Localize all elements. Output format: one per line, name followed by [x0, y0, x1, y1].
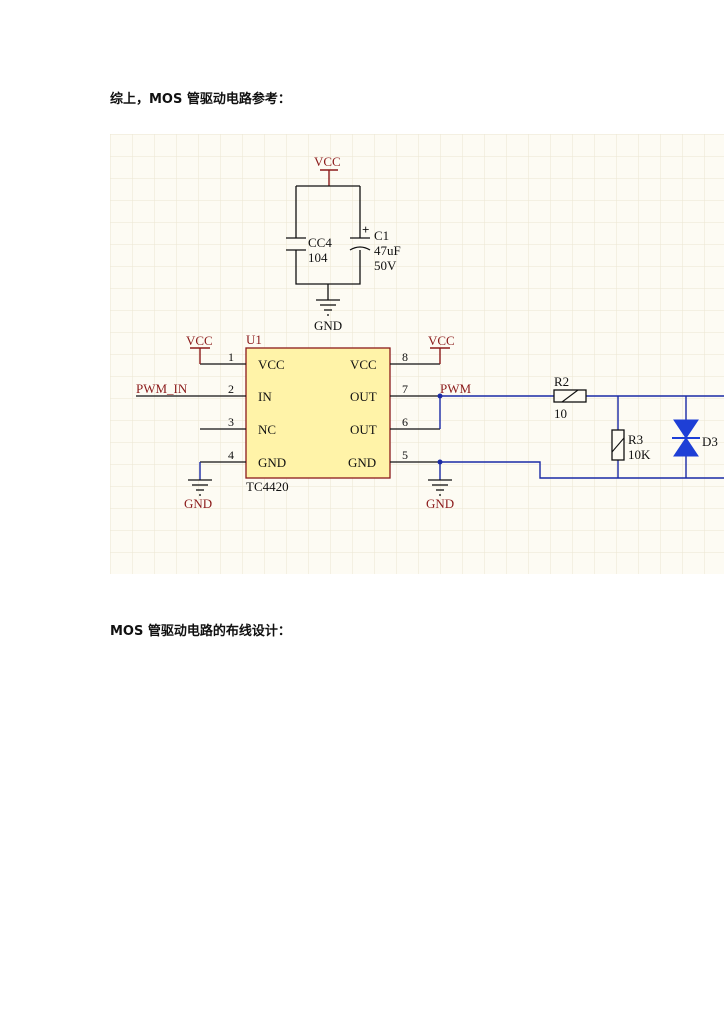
- c1-ref: C1: [374, 228, 389, 243]
- r2-ref: R2: [554, 374, 569, 389]
- schematic-diagram: VCC CC4 104 + C1 47uF 50V GND U1 TC4420: [110, 134, 724, 574]
- svg-text:GND: GND: [314, 318, 342, 333]
- gnd-power-port-top: GND: [314, 299, 342, 333]
- pin-6-name: OUT: [350, 422, 377, 437]
- svg-text:VCC: VCC: [314, 154, 341, 169]
- pin-1-name: VCC: [258, 357, 285, 372]
- c1-voltage: 50V: [374, 258, 397, 273]
- pin-8-number: 8: [402, 350, 408, 364]
- c1-value: 47uF: [374, 243, 401, 258]
- svg-text:VCC: VCC: [186, 333, 213, 348]
- pin-3-number: 3: [228, 415, 234, 429]
- pwm-in-net: PWM_IN: [136, 381, 200, 397]
- capacitor-cc4: CC4 104: [286, 235, 332, 265]
- pin-2-name: IN: [258, 389, 272, 404]
- pin-4-number: 4: [228, 448, 234, 462]
- svg-text:VCC: VCC: [428, 333, 455, 348]
- vcc-power-port-right: VCC: [428, 333, 455, 364]
- d3-ref: D3: [702, 434, 718, 449]
- pin-3-name: NC: [258, 422, 276, 437]
- ic-left-pins: 1 2 3 4 VCC IN NC GND: [200, 350, 286, 470]
- vcc-power-port-top: VCC: [314, 154, 341, 186]
- r3-value: 10K: [628, 447, 651, 462]
- r2-value: 10: [554, 406, 567, 421]
- ic-part-number: TC4420: [246, 479, 289, 494]
- gnd-power-port-right: GND: [426, 462, 454, 511]
- diode-d3: D3: [672, 419, 718, 457]
- pin-8-name: VCC: [350, 357, 377, 372]
- cc4-ref: CC4: [308, 235, 332, 250]
- pin-7-number: 7: [402, 382, 408, 396]
- pin-1-number: 1: [228, 350, 234, 364]
- cc4-value: 104: [308, 250, 328, 265]
- section-heading-driver-reference: 综上，MOS 管驱动电路参考：: [110, 92, 291, 107]
- pin-7-name: OUT: [350, 389, 377, 404]
- pin-4-name: GND: [258, 455, 286, 470]
- decoupling-wires: [295, 185, 361, 300]
- ic-ref: U1: [246, 332, 262, 347]
- capacitor-c1: + C1 47uF 50V: [349, 222, 401, 273]
- pin-2-number: 2: [228, 382, 234, 396]
- schematic-grid-background: [110, 134, 724, 574]
- svg-text:GND: GND: [184, 496, 212, 511]
- r3-ref: R3: [628, 432, 643, 447]
- vcc-power-port-left: VCC: [186, 333, 213, 364]
- gnd-power-port-left: GND: [184, 462, 212, 511]
- pwm-in-label: PWM_IN: [136, 381, 188, 396]
- pin-5-number: 5: [402, 448, 408, 462]
- output-wires: PWM: [437, 381, 724, 479]
- ic-u1-body: [245, 347, 391, 479]
- pwm-net-label: PWM: [440, 381, 472, 396]
- resistor-r3: R3 10K: [611, 429, 651, 462]
- resistor-r2: R2 10: [553, 374, 587, 421]
- pin-5-name: GND: [348, 455, 376, 470]
- pin-6-number: 6: [402, 415, 408, 429]
- ic-right-pins: 8 7 6 5 VCC OUT OUT GND: [348, 350, 440, 470]
- c1-polarity-plus: +: [362, 222, 369, 237]
- svg-text:GND: GND: [426, 496, 454, 511]
- section-heading-layout-design: MOS 管驱动电路的布线设计：: [110, 624, 291, 639]
